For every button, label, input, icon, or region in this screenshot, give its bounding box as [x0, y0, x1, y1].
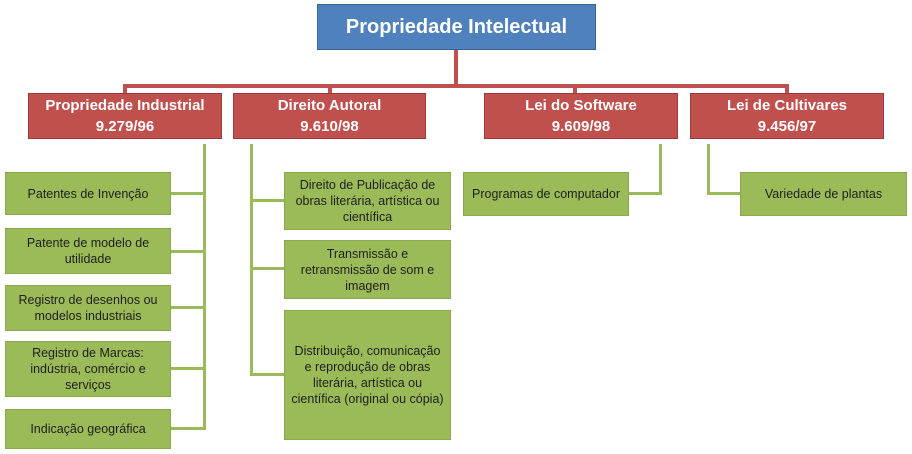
category-law: 9.279/96: [95, 118, 155, 135]
connector-root-stem: [454, 50, 458, 86]
category-law: 9.609/98: [551, 118, 611, 135]
leaf-programas-computador: Programas de computador: [463, 172, 629, 216]
connector-drop-cat4: [785, 84, 789, 94]
connector-cat4-vertical: [707, 144, 710, 195]
category-name: Propriedade Industrial: [45, 97, 205, 114]
leaf-label: Patentes de Invenção: [27, 186, 149, 201]
connector-cat2-item3: [250, 373, 284, 376]
category-direito-autoral: Direito Autoral 9.610/98: [233, 93, 426, 139]
leaf-label: Variedade de plantas: [764, 187, 883, 201]
leaf-desenhos-industriais: Registro de desenhos ou modelos industri…: [5, 285, 171, 331]
category-law: 9.610/98: [300, 118, 359, 135]
leaf-direito-publicacao: Direito de Publicação de obras literária…: [284, 172, 451, 230]
connector-cat1-item5: [171, 427, 206, 430]
category-propriedade-industrial: Propriedade Industrial 9.279/96: [28, 93, 222, 139]
category-name: Lei do Software: [525, 97, 637, 114]
category-lei-do-software: Lei do Software 9.609/98: [484, 93, 678, 139]
connector-cat1-item3: [171, 306, 206, 309]
connector-cat1-item4: [171, 367, 206, 370]
connector-cat2-vertical: [250, 144, 253, 376]
connector-horizontal-bar: [123, 84, 789, 88]
connector-cat4-item1: [707, 192, 740, 195]
leaf-label: Distribuição, comunicação e reprodução d…: [291, 344, 444, 406]
connector-cat1-item2: [171, 250, 206, 253]
root-title: Propriedade Intelectual: [345, 15, 568, 38]
connector-cat3-item1: [629, 192, 662, 195]
connector-drop-cat1: [123, 84, 127, 94]
category-name: Direito Autoral: [277, 97, 382, 114]
leaf-variedade-plantas: Variedade de plantas: [740, 172, 907, 216]
category-law: 9.456/97: [757, 118, 817, 135]
connector-cat2-item2: [250, 267, 284, 270]
leaf-label: Registro de Marcas: indústria, comércio …: [30, 346, 146, 392]
connector-cat3-vertical: [659, 144, 662, 195]
connector-drop-cat3: [573, 84, 577, 94]
leaf-label: Transmissão e retransmissão de som e ima…: [300, 246, 435, 293]
category-name: Lei de Cultivares: [726, 97, 848, 114]
leaf-label: Direito de Publicação de obras literária…: [295, 178, 440, 224]
leaf-distribuicao: Distribuição, comunicação e reprodução d…: [284, 310, 451, 440]
leaf-registro-marcas: Registro de Marcas: indústria, comércio …: [5, 341, 171, 397]
leaf-label: Registro de desenhos ou modelos industri…: [18, 293, 158, 323]
leaf-transmissao: Transmissão e retransmissão de som e ima…: [284, 240, 451, 299]
leaf-indicacao-geografica: Indicação geográfica: [5, 409, 171, 449]
leaf-modelo-utilidade: Patente de modelo de utilidade: [5, 228, 171, 274]
category-lei-de-cultivares: Lei de Cultivares 9.456/97: [690, 93, 884, 139]
connector-drop-cat2: [328, 84, 332, 94]
connector-cat1-item1: [171, 192, 206, 195]
connector-cat1-vertical: [203, 144, 206, 430]
leaf-patentes-invencao: Patentes de Invenção: [5, 172, 171, 215]
leaf-label: Indicação geográfica: [30, 422, 146, 436]
leaf-label: Programas de computador: [472, 187, 620, 201]
connector-cat2-item1: [250, 199, 284, 202]
leaf-label: Patente de modelo de utilidade: [26, 236, 150, 266]
root-node: Propriedade Intelectual: [317, 4, 596, 50]
